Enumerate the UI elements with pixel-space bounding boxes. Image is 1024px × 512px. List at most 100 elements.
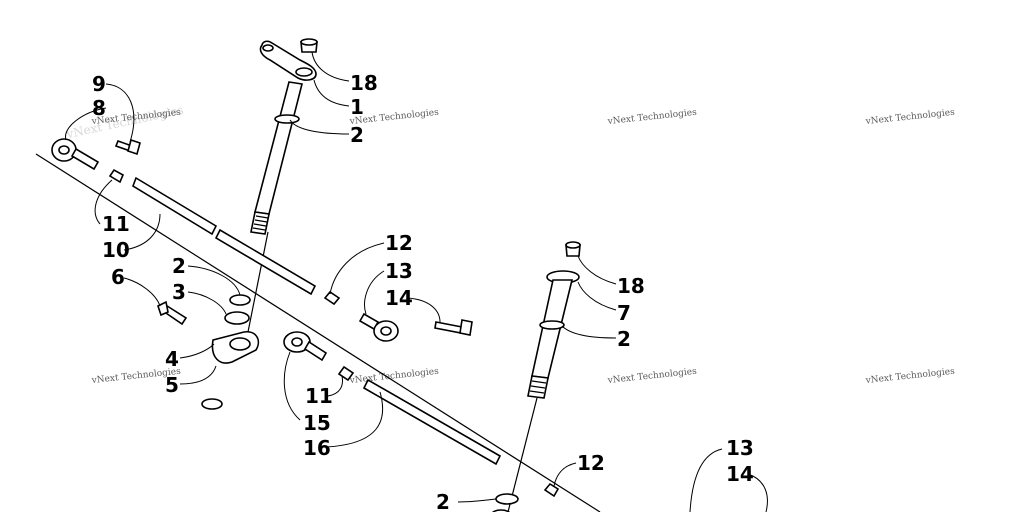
cap-top bbox=[565, 241, 581, 249]
callout-13-lower: 13 bbox=[726, 436, 754, 460]
leader-5 bbox=[179, 365, 217, 385]
leader-11-upper bbox=[94, 179, 113, 225]
cap-18-upper bbox=[300, 38, 318, 53]
spindle-bushing-ring bbox=[539, 320, 565, 330]
screw-head bbox=[157, 300, 169, 317]
callout-15: 15 bbox=[303, 411, 331, 435]
screw-head bbox=[459, 319, 473, 336]
callout-2-lower: 2 bbox=[436, 490, 450, 512]
callout-9: 9 bbox=[92, 72, 106, 96]
leader-12-lower bbox=[553, 462, 577, 487]
leader-14-lower bbox=[747, 473, 768, 512]
leader-lines bbox=[65, 51, 768, 512]
leader-14-center bbox=[407, 297, 441, 323]
callout-7: 7 bbox=[617, 301, 631, 325]
cap-18-lower bbox=[565, 241, 581, 257]
leader-6 bbox=[123, 277, 161, 307]
leader-2-right bbox=[561, 325, 617, 339]
callout-2-right: 2 bbox=[617, 327, 631, 351]
snap-ring-5 bbox=[201, 398, 223, 410]
callout-14-lower: 14 bbox=[726, 462, 754, 486]
watermark-text: vNext Technologies bbox=[348, 367, 439, 386]
callout-5: 5 bbox=[165, 373, 179, 397]
jam-nut-11 bbox=[108, 168, 125, 184]
arm-boss bbox=[295, 67, 313, 77]
rod-end-ball bbox=[380, 326, 392, 336]
leader-2-lower bbox=[457, 498, 497, 503]
rod-end-13-center bbox=[358, 312, 399, 342]
rod-end-ball bbox=[58, 145, 70, 155]
callout-14: 14 bbox=[385, 286, 413, 310]
spline-lines bbox=[252, 215, 269, 231]
tie-rod-axis-upper bbox=[35, 153, 601, 512]
tie-rod-tube-a bbox=[132, 176, 218, 236]
screw-6 bbox=[157, 300, 188, 326]
leader-7 bbox=[577, 281, 617, 311]
screw-head bbox=[127, 138, 141, 156]
callout-labels: 9 8 18 1 2 11 10 12 13 14 2 3 6 4 5 11 1… bbox=[92, 71, 754, 512]
callout-4: 4 bbox=[165, 347, 179, 371]
callout-2: 2 bbox=[350, 123, 364, 147]
tie-rod-tube bbox=[362, 378, 502, 466]
spindle-spline bbox=[250, 211, 270, 235]
screw-14-center bbox=[434, 319, 473, 336]
leader-2-left bbox=[187, 265, 241, 296]
washer-2-lower bbox=[495, 493, 519, 505]
callout-12: 12 bbox=[385, 231, 413, 255]
callout-18-lower: 18 bbox=[617, 274, 645, 298]
callout-2-left: 2 bbox=[172, 254, 186, 278]
leader-12-upper bbox=[329, 242, 385, 295]
left-spindle bbox=[250, 40, 317, 235]
arm-hole bbox=[262, 44, 274, 52]
steering-arm-4 bbox=[211, 330, 260, 364]
watermark-text: vNext Technologies bbox=[606, 367, 697, 386]
spindle-shaft bbox=[253, 81, 303, 215]
rod-end-8 bbox=[51, 138, 100, 171]
callout-18: 18 bbox=[350, 71, 378, 95]
callout-1: 1 bbox=[350, 95, 364, 119]
jam-nut-12-lower bbox=[543, 482, 560, 498]
leader-8 bbox=[65, 107, 107, 141]
right-spindle bbox=[527, 270, 580, 399]
ring-3 bbox=[224, 311, 250, 325]
leader-11-lower bbox=[327, 375, 343, 397]
watermark-group: vNext Technologies vNext Technologies vN… bbox=[64, 103, 955, 386]
leader-2-upper bbox=[289, 119, 350, 135]
rod-end-shank bbox=[303, 340, 328, 362]
watermark-text: vNext Technologies bbox=[606, 108, 697, 127]
leader-10 bbox=[123, 213, 161, 251]
upper-tie-rod bbox=[108, 168, 341, 306]
callout-11-lower: 11 bbox=[305, 384, 333, 408]
callout-8: 8 bbox=[92, 96, 106, 120]
screw-shank bbox=[434, 321, 463, 334]
cap-top bbox=[300, 38, 318, 46]
callout-10: 10 bbox=[102, 238, 130, 262]
spline-lines bbox=[529, 380, 547, 394]
screw-9 bbox=[114, 138, 141, 156]
callout-16: 16 bbox=[303, 436, 331, 460]
arm-bore bbox=[229, 337, 251, 351]
callout-12-lower: 12 bbox=[577, 451, 605, 475]
leader-18-lower bbox=[577, 255, 617, 285]
watermark-text: vNext Technologies bbox=[864, 367, 955, 386]
spindle-axis-right bbox=[507, 397, 538, 512]
leader-4 bbox=[179, 343, 215, 359]
leader-1 bbox=[313, 79, 350, 107]
washer-2 bbox=[229, 294, 251, 306]
leader-18-upper bbox=[311, 51, 350, 82]
leader-3 bbox=[187, 291, 227, 315]
leader-9 bbox=[105, 83, 135, 143]
lower-tie-rod bbox=[337, 365, 560, 498]
rod-end-shank bbox=[70, 147, 100, 171]
leader-16 bbox=[325, 391, 384, 448]
jam-nut-11-lower bbox=[337, 365, 355, 382]
tie-rod-tube-b bbox=[214, 228, 317, 296]
leader-13-lower bbox=[689, 448, 723, 512]
callout-13: 13 bbox=[385, 259, 413, 283]
callout-11: 11 bbox=[102, 212, 130, 236]
callout-6: 6 bbox=[111, 265, 125, 289]
spindle-bushing-ring bbox=[274, 114, 300, 124]
rod-end-shank bbox=[358, 312, 380, 331]
callout-3: 3 bbox=[172, 280, 186, 304]
